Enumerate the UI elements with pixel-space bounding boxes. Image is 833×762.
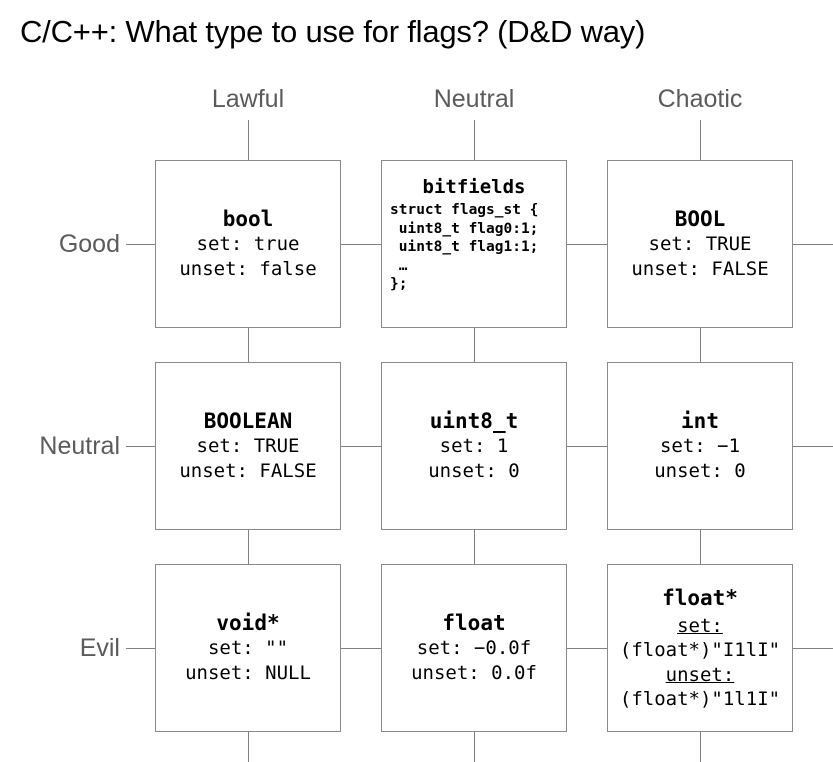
connector-right-good (793, 244, 833, 245)
connector-mid1-neutral (474, 328, 475, 362)
cell-set-value: set: −1 (659, 435, 741, 457)
row-header-evil: Evil (79, 634, 120, 662)
connector-h2-evil (567, 648, 607, 649)
connector-h1-neutral (341, 446, 381, 447)
connector-mid2-chaotic (700, 530, 701, 564)
cell-unset-value: unset: 0.0f (411, 662, 537, 684)
cell-evil-neutral[interactable]: float set: −0.0f unset: 0.0f (381, 564, 567, 732)
cell-set-label: set: (677, 614, 723, 637)
cell-good-neutral[interactable]: bitfields struct flags_st { uint8_t flag… (381, 160, 567, 328)
connector-bottom-chaotic (700, 732, 701, 762)
cell-neutral-neutral[interactable]: uint8_t set: 1 unset: 0 (381, 362, 567, 530)
cell-set-value: set: TRUE (196, 435, 300, 457)
connector-h2-neutral (567, 446, 607, 447)
connector-top-lawful (248, 120, 249, 160)
cell-type-name: BOOL (674, 207, 726, 231)
cell-set-value: (float*)"I1lI" (619, 638, 781, 661)
connector-top-neutral (474, 120, 475, 160)
cell-type-name: BOOLEAN (203, 409, 293, 433)
cell-type-name: int (681, 409, 719, 433)
row-header-neutral: Neutral (39, 432, 120, 460)
cell-type-name: float* (662, 585, 738, 610)
cell-type-name: bool (222, 207, 274, 231)
cell-neutral-chaotic[interactable]: int set: −1 unset: 0 (607, 362, 793, 530)
cell-code-snippet: struct flags_st { uint8_t flag0:1; uint8… (390, 202, 539, 292)
cell-type-name: uint8_t (429, 409, 519, 433)
cell-unset-value: unset: false (179, 258, 317, 280)
page-title: C/C++: What type to use for flags? (D&D … (20, 14, 646, 49)
cell-type-name: void* (216, 611, 280, 635)
cell-unset-value: unset: 0 (654, 460, 746, 482)
row-header-good: Good (58, 230, 120, 258)
cell-unset-value: unset: FALSE (631, 258, 769, 280)
connector-left-evil (126, 648, 155, 649)
connector-mid1-lawful (248, 328, 249, 362)
cell-unset-value: (float*)"1l1I" (619, 687, 781, 710)
connector-h2-good (567, 244, 607, 245)
cell-unset-value: unset: NULL (185, 662, 311, 684)
cell-type-name: bitfields (422, 176, 526, 198)
column-header-chaotic: Chaotic (657, 85, 743, 113)
cell-good-lawful[interactable]: bool set: true unset: false (155, 160, 341, 328)
cell-set-value: set: 1 (439, 435, 509, 457)
cell-set-value: set: true (196, 233, 300, 255)
connector-right-neutral (793, 446, 833, 447)
cell-set-value: set: −0.0f (416, 637, 532, 659)
cell-unset-value: unset: 0 (428, 460, 520, 482)
cell-set-value: set: TRUE (648, 233, 752, 255)
connector-top-chaotic (700, 120, 701, 160)
connector-left-good (126, 244, 155, 245)
connector-bottom-neutral (474, 732, 475, 762)
cell-neutral-lawful[interactable]: BOOLEAN set: TRUE unset: FALSE (155, 362, 341, 530)
connector-h1-good (341, 244, 381, 245)
connector-mid1-chaotic (700, 328, 701, 362)
cell-unset-label: unset: (665, 663, 735, 686)
connector-mid2-lawful (248, 530, 249, 564)
column-header-neutral: Neutral (433, 85, 515, 113)
connector-right-evil (793, 648, 833, 649)
cell-type-name: float (442, 611, 506, 635)
column-header-lawful: Lawful (211, 85, 285, 113)
connector-bottom-lawful (248, 732, 249, 762)
cell-evil-chaotic[interactable]: float* set: (float*)"I1lI" unset: (float… (607, 564, 793, 732)
cell-set-value: set: "" (207, 637, 289, 659)
connector-left-neutral (126, 446, 155, 447)
connector-h1-evil (341, 648, 381, 649)
cell-evil-lawful[interactable]: void* set: "" unset: NULL (155, 564, 341, 732)
connector-mid2-neutral (474, 530, 475, 564)
cell-unset-value: unset: FALSE (179, 460, 317, 482)
cell-good-chaotic[interactable]: BOOL set: TRUE unset: FALSE (607, 160, 793, 328)
